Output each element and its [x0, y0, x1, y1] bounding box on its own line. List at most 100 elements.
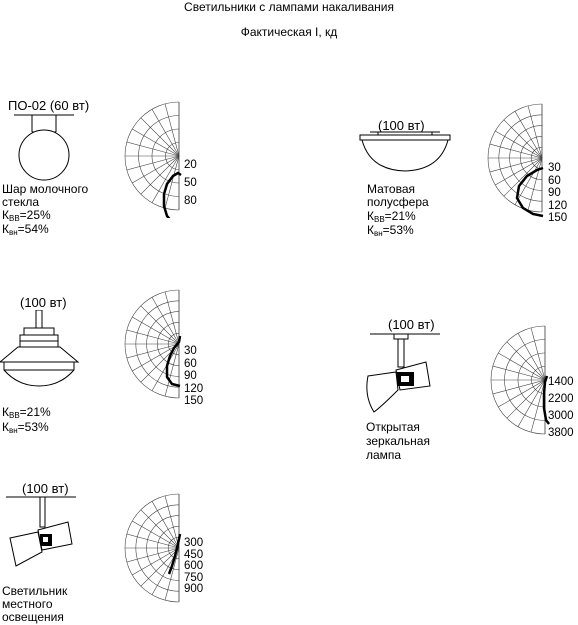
fixture-power-label: (100 вт) — [378, 118, 425, 133]
scale-value: 90 — [184, 370, 197, 382]
scale-value: 30 — [184, 345, 197, 357]
polar-spoke — [495, 157, 543, 186]
polar-spoke — [132, 547, 180, 576]
polar-grid — [124, 101, 182, 218]
polar-spoke — [126, 329, 180, 345]
polar-spoke — [164, 343, 180, 397]
scale-value: 90 — [548, 187, 561, 199]
scale-values: 1400 2200 3000 3800 — [548, 376, 574, 440]
scale-value: 20 — [184, 159, 197, 171]
efficiency-upper: КВВ=25% — [2, 208, 51, 223]
local-spotlight-fixture-icon — [6, 496, 76, 567]
scale-values: 30 60 90 120 150 — [548, 162, 567, 225]
page-subtitle: Фактическая I, кд — [240, 25, 338, 39]
fixture-power-label: (100 вт) — [22, 481, 69, 496]
polar-ring — [509, 125, 543, 191]
efficiency-upper: КВВ=21% — [2, 405, 51, 420]
polar-grid — [487, 103, 544, 218]
polar-spoke — [489, 143, 543, 159]
polar-ring — [124, 101, 180, 211]
polar-ring — [135, 300, 180, 388]
scale-value: 150 — [548, 212, 568, 224]
polar-ring — [165, 142, 180, 170]
polar-ring — [520, 136, 543, 180]
polar-spoke — [503, 157, 543, 197]
polar-spoke — [132, 343, 180, 372]
polar-ring — [531, 366, 546, 394]
polar-spoke — [514, 157, 543, 205]
scale-values: 30 60 90 120 150 — [184, 345, 203, 408]
scale-value: 50 — [184, 177, 197, 189]
scale-values: 300 450 600 750 900 — [184, 537, 204, 596]
scale-value: 750 — [184, 571, 204, 584]
fixture-name-line-1: Светильник — [2, 584, 68, 598]
scale-value: 900 — [184, 583, 204, 595]
open-mirror-lamp-fixture-icon — [366, 333, 440, 413]
polar-grid-lines — [487, 103, 543, 213]
polar-ring — [530, 146, 543, 170]
polar-ring — [146, 515, 180, 581]
polar-spoke — [140, 547, 180, 587]
polar-grid — [124, 493, 182, 603]
efficiency-upper: КВВ=21% — [367, 209, 416, 224]
polar-spoke — [503, 119, 543, 159]
milk-glass-ball-fixture-icon — [14, 114, 74, 181]
polar-spoke — [140, 509, 180, 549]
polar-ring — [487, 103, 543, 213]
polar-grid-lines — [124, 101, 180, 211]
polar-spoke — [132, 316, 180, 345]
fixture-name-line-1: Матовая — [367, 182, 415, 196]
light-distribution-curve — [542, 375, 550, 425]
polar-grid-lines — [124, 493, 180, 603]
scale-value: 3800 — [548, 427, 574, 439]
fixture-name-line-2: местного — [2, 597, 53, 611]
scale-value: 30 — [548, 162, 561, 174]
polar-ring — [124, 289, 180, 399]
polar-ring — [498, 114, 543, 202]
fixture-name-line-1: Шар молочного — [2, 182, 89, 196]
polar-spoke — [151, 501, 180, 549]
polar-ring — [138, 115, 180, 197]
scale-value: 60 — [548, 174, 561, 187]
fixture-name-line-1: Открытая — [366, 420, 420, 434]
light-distribution-curve — [162, 171, 182, 218]
polar-spoke — [140, 305, 180, 345]
polar-grid — [490, 325, 550, 435]
fixture-name-line-2: полусфера — [367, 195, 429, 209]
scale-value: 450 — [184, 548, 204, 561]
scale-value: 120 — [548, 199, 568, 212]
page-title: Светильники с лампами накаливания — [184, 0, 394, 14]
polar-spoke — [126, 343, 180, 359]
polar-grid — [124, 289, 182, 399]
polar-spoke — [164, 495, 180, 549]
polar-ring — [146, 311, 180, 377]
polar-ring — [124, 493, 180, 603]
fixture-power-label: (100 вт) — [20, 295, 67, 310]
polar-spoke — [151, 297, 180, 345]
fixture-name-line-3: освещения — [2, 610, 64, 624]
polar-ring — [157, 322, 180, 366]
polar-spoke — [527, 105, 543, 159]
scale-value: 2200 — [548, 393, 574, 405]
polar-ring — [517, 352, 546, 408]
light-distribution-curve — [515, 166, 544, 218]
scale-value: 60 — [184, 357, 197, 370]
light-distribution-curve — [165, 335, 182, 388]
scale-value: 80 — [184, 195, 197, 207]
polar-grid-lines — [124, 289, 180, 399]
polar-spoke — [164, 547, 180, 601]
scale-value: 150 — [184, 395, 204, 407]
scale-values: 20 50 80 — [184, 159, 197, 208]
matte-hemisphere-fixture-icon — [359, 131, 451, 172]
polar-spoke — [527, 157, 543, 211]
scale-value: 3000 — [548, 410, 574, 422]
scale-value: 600 — [184, 560, 204, 572]
pendant-reflector-fixture-icon — [0, 310, 80, 387]
polar-ring — [490, 325, 546, 435]
scale-value: 1400 — [548, 376, 574, 388]
polar-ring — [504, 339, 546, 421]
polar-spoke — [151, 343, 180, 391]
polar-spoke — [126, 547, 180, 563]
fixture-power-label: (100 вт) — [388, 317, 435, 332]
polar-spoke — [164, 291, 180, 345]
